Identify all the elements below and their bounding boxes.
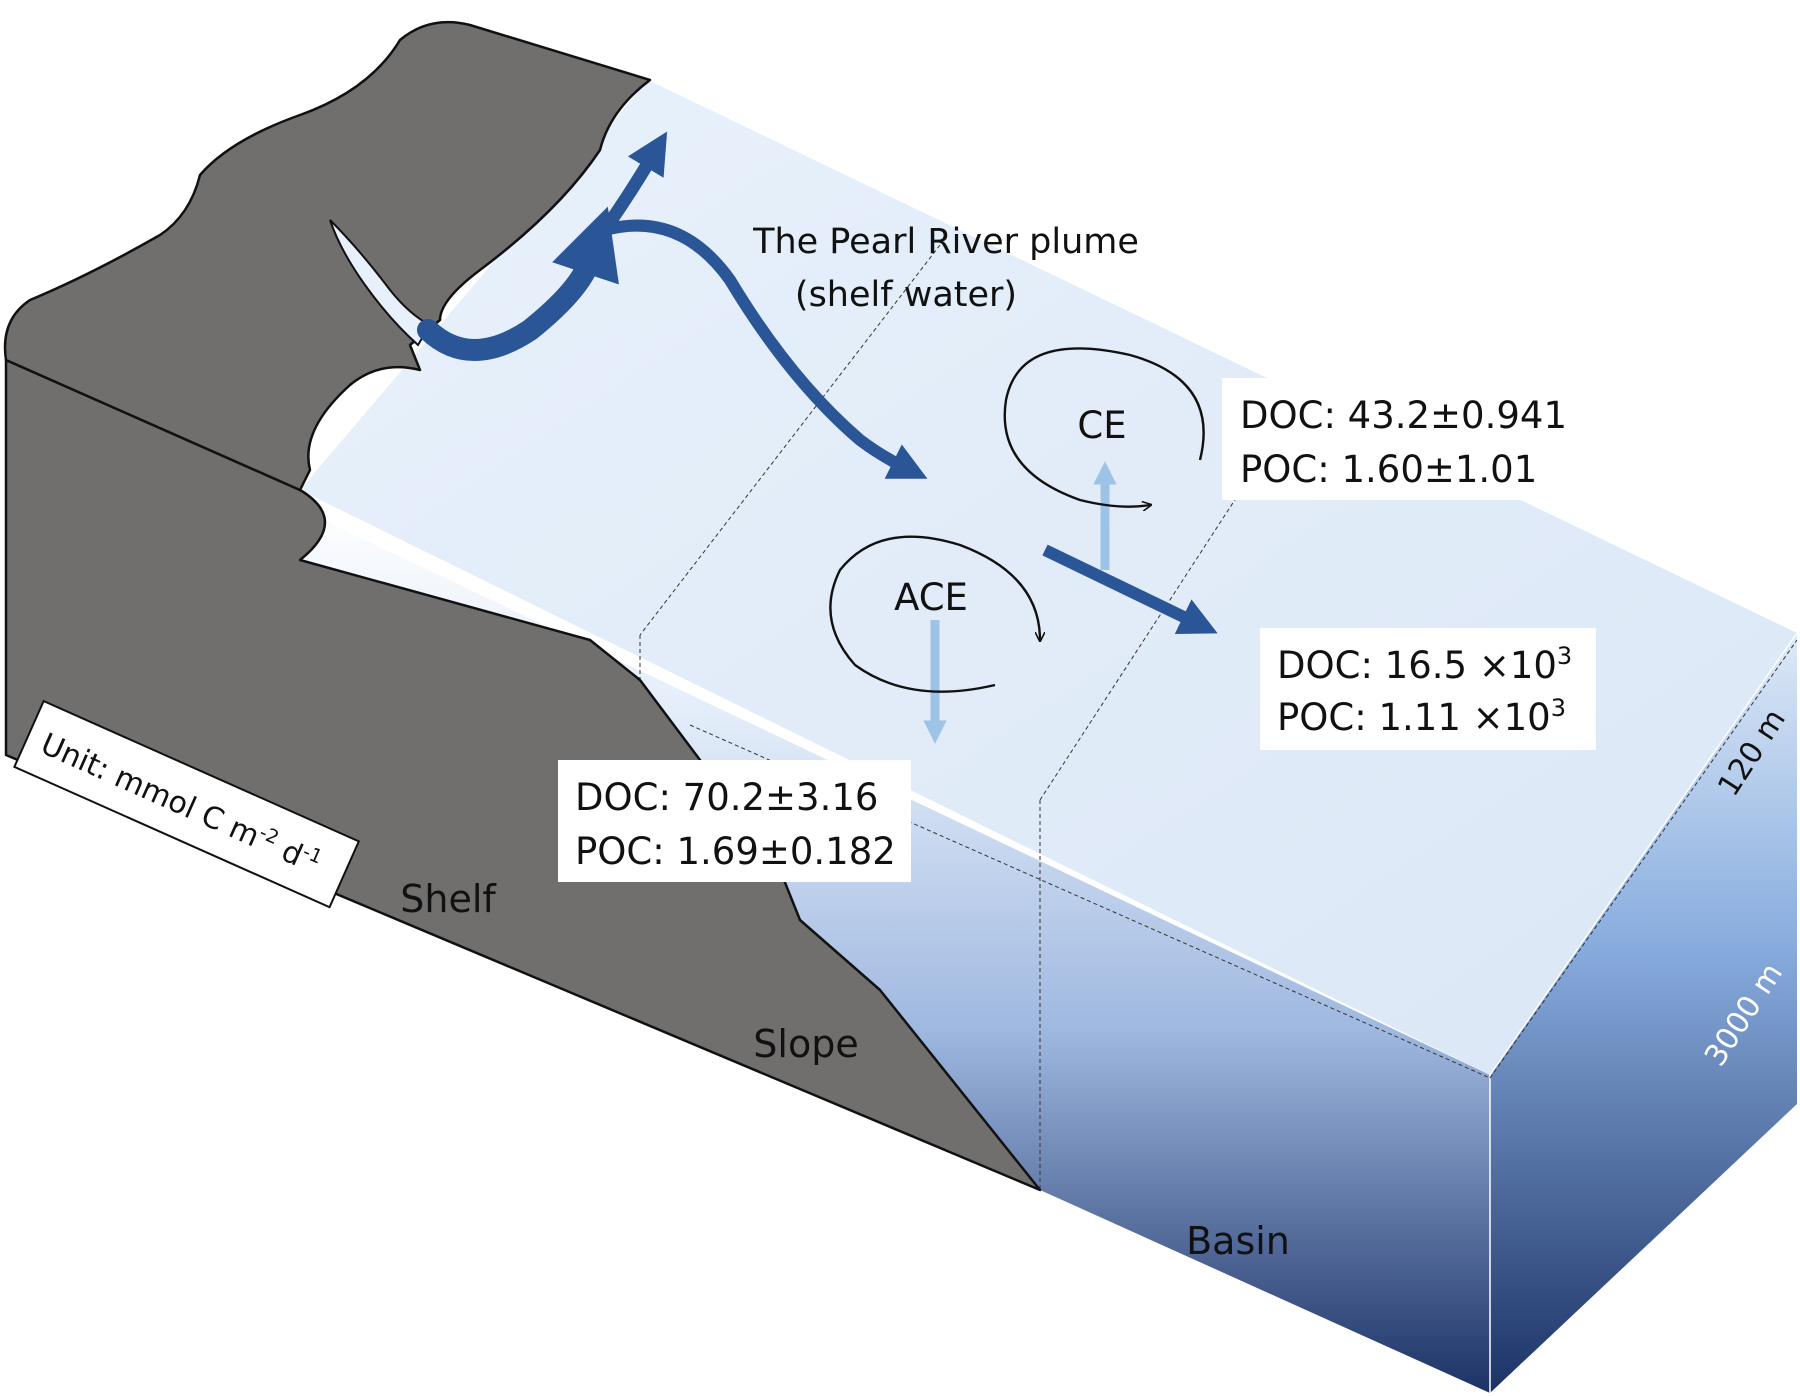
- water-right-face: [1490, 633, 1797, 1393]
- basin-label: Basin: [1186, 1219, 1290, 1263]
- plume-label-line2: (shelf water): [795, 275, 1017, 315]
- ace-doc-value: DOC: 70.2±3.16: [575, 776, 878, 819]
- box-edges: [1489, 632, 1798, 1393]
- sea-surface: [300, 80, 1797, 1075]
- ce-label: CE: [1077, 404, 1126, 447]
- ace-label: ACE: [894, 576, 968, 619]
- plume-label-line1: The Pearl River plume: [752, 222, 1139, 262]
- export-poc-value: POC: 1.11 ×103: [1277, 694, 1566, 739]
- export-doc-value: DOC: 16.5 ×103: [1277, 642, 1572, 687]
- export-arrow: [1042, 544, 1218, 634]
- ce-flux-box: DOC: 43.2±0.941 POC: 1.60±1.01: [1222, 378, 1577, 500]
- slope-label: Slope: [753, 1022, 858, 1066]
- ace-poc-value: POC: 1.69±0.182: [575, 830, 896, 873]
- export-flux-box: DOC: 16.5 ×103 POC: 1.11 ×103: [1260, 628, 1596, 750]
- land-coast: [3, 20, 652, 492]
- ace-eddy-circulation: [829, 535, 1040, 693]
- ace-flux-box: DOC: 70.2±3.16 POC: 1.69±0.182: [558, 760, 911, 882]
- land-cross-section: [4, 358, 1042, 1192]
- plume-arrow-north: [584, 131, 668, 254]
- ce-doc-value: DOC: 43.2±0.941: [1240, 394, 1567, 437]
- ce-eddy-circulation: [1003, 347, 1205, 506]
- plume-arrow-river: [417, 206, 619, 361]
- shelf-label: Shelf: [400, 877, 497, 921]
- ce-poc-value: POC: 1.60±1.01: [1240, 448, 1537, 491]
- plume-arrow-offshore: [603, 219, 928, 479]
